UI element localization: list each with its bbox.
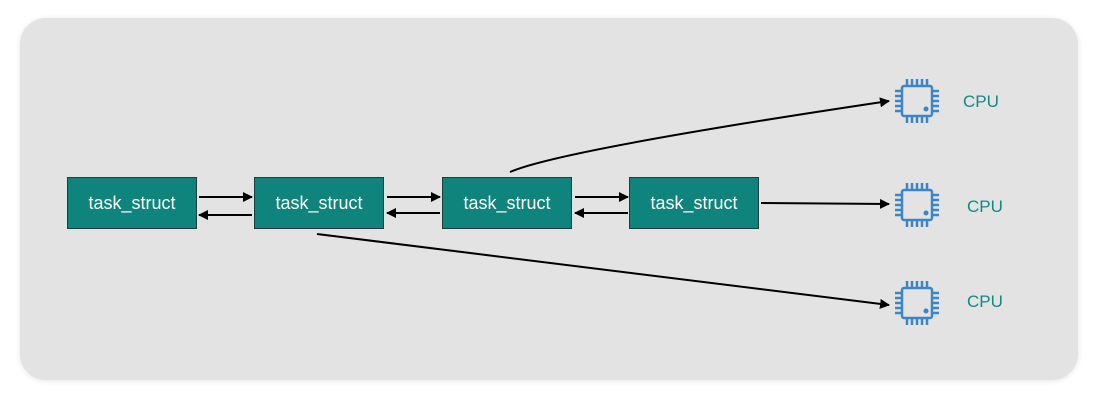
cpu-label-1: CPU — [963, 92, 999, 111]
arrow-task2-to-cpu3 — [316, 233, 890, 309]
task-struct-node-3: task_struct — [442, 177, 572, 229]
arrow-task4-to-cpu2 — [760, 198, 890, 209]
cpu-chip-icon — [895, 79, 939, 123]
arrow-task3-to-cpu1 — [509, 97, 890, 173]
cpu-label-3: CPU — [967, 292, 1003, 311]
cpu-chip-icon — [895, 183, 939, 227]
cpu-label-2: CPU — [967, 197, 1003, 216]
task-struct-node-2: task_struct — [254, 177, 384, 229]
task-struct-node-4: task_struct — [629, 177, 759, 229]
task-struct-node-1: task_struct — [67, 177, 197, 229]
cpu-chip-icon — [895, 281, 939, 325]
